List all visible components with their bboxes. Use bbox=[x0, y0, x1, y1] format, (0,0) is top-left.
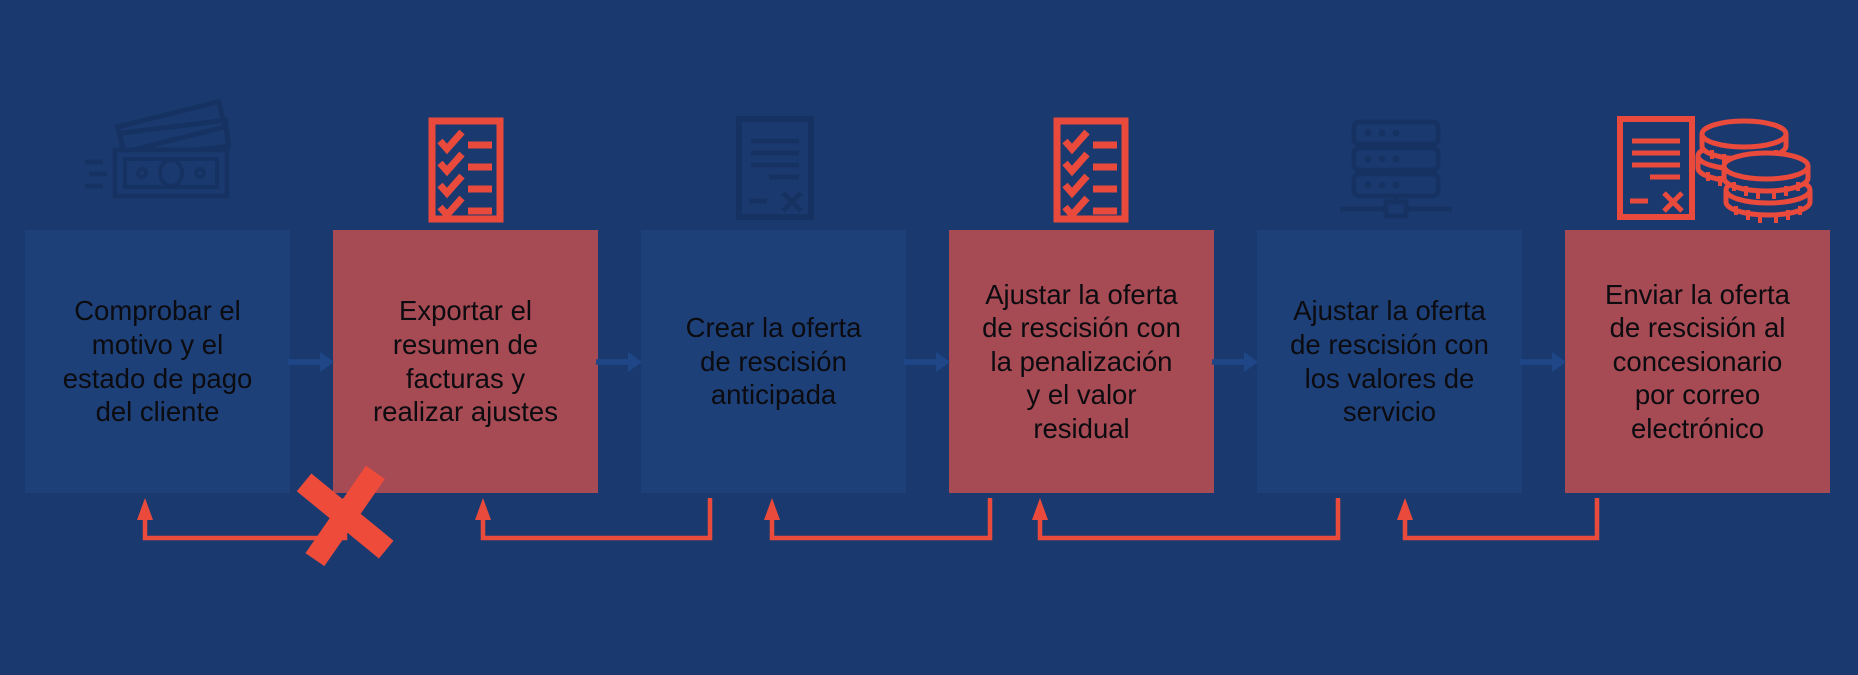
step-label: Exportar el resumen de facturas y realiz… bbox=[373, 295, 558, 428]
forward-arrow-icon bbox=[1212, 349, 1259, 375]
checklist-icon bbox=[1053, 117, 1129, 223]
banknotes-icon bbox=[85, 98, 235, 204]
forward-arrow-icon bbox=[288, 349, 335, 375]
feedback-arrow-icon bbox=[473, 496, 713, 544]
forward-arrow-icon bbox=[596, 349, 643, 375]
step-label: Comprobar el motivo y el estado de pago … bbox=[62, 295, 253, 428]
step-label: Crear la oferta de rescisión anticipada bbox=[685, 312, 862, 411]
coins-icon bbox=[1692, 120, 1812, 218]
step-box-2: Exportar el resumen de facturas y realiz… bbox=[333, 230, 598, 493]
checklist-icon bbox=[428, 117, 504, 223]
step-box-1: Comprobar el motivo y el estado de pago … bbox=[25, 230, 290, 493]
feedback-arrow-icon bbox=[762, 496, 993, 544]
step-box-5: Ajustar la oferta de rescisión con los v… bbox=[1257, 230, 1522, 493]
document-cancel-icon bbox=[1616, 113, 1696, 223]
step-label: Enviar la oferta de rescisión al concesi… bbox=[1605, 278, 1790, 444]
feedback-arrow-icon bbox=[1395, 496, 1600, 544]
x-mark-icon bbox=[289, 456, 401, 575]
step-box-6: Enviar la oferta de rescisión al concesi… bbox=[1565, 230, 1830, 493]
forward-arrow-icon bbox=[1520, 349, 1567, 375]
step-box-3: Crear la oferta de rescisión anticipada bbox=[641, 230, 906, 493]
server-icon bbox=[1340, 119, 1452, 220]
step-label: Ajustar la oferta de rescisión con los v… bbox=[1290, 295, 1489, 428]
feedback-arrow-icon bbox=[1030, 496, 1341, 544]
step-label: Ajustar la oferta de rescisión con la pe… bbox=[982, 278, 1181, 444]
step-box-4: Ajustar la oferta de rescisión con la pe… bbox=[949, 230, 1214, 493]
document-cancel-icon bbox=[735, 115, 815, 221]
forward-arrow-icon bbox=[904, 349, 951, 375]
